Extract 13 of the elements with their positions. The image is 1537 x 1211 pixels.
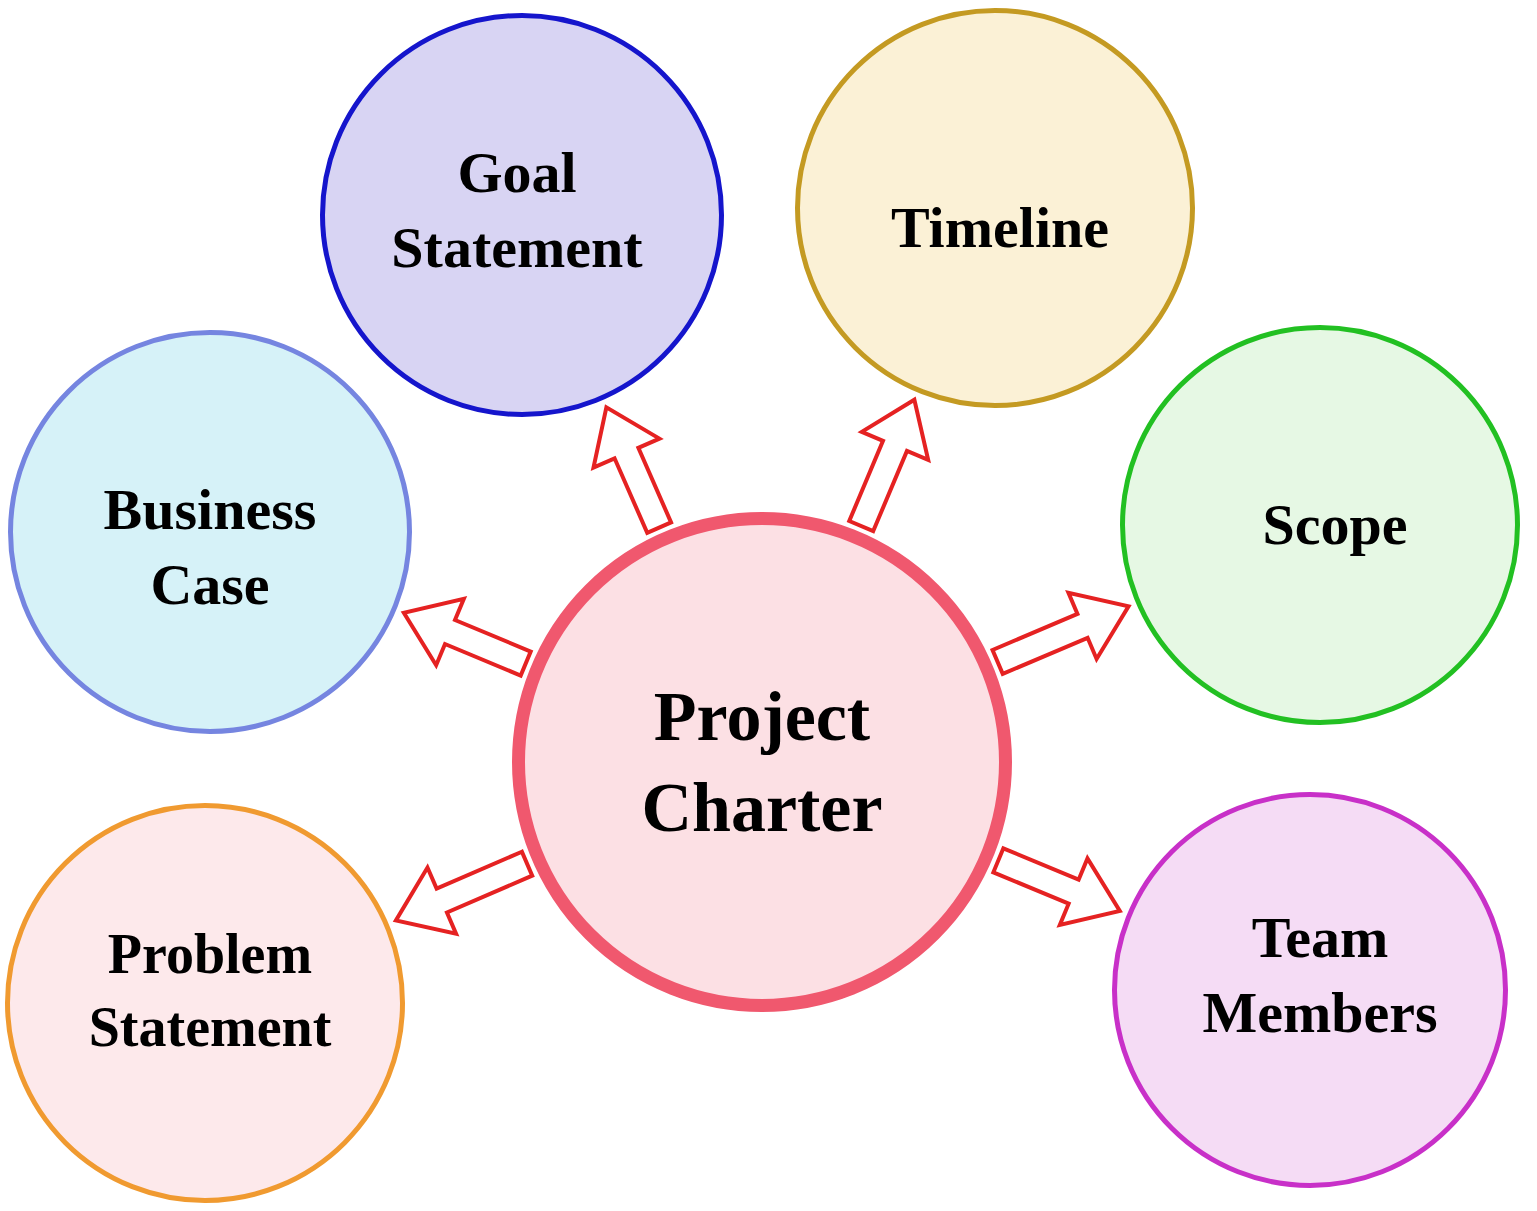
node-label: Scope [1262,491,1408,560]
node-label: Problem Statement [87,922,333,1060]
node-label: Timeline [890,194,1109,263]
node-label: Project Charter [640,677,884,848]
node-label: Goal Statement [390,138,644,282]
block-arrow [989,589,1132,677]
block-arrow [392,849,535,937]
block-arrow [590,404,674,536]
node-label: Team Members [1201,903,1439,1047]
block-arrow [990,845,1123,928]
block-arrow [400,595,534,679]
block-arrow [846,396,931,534]
node-label: Business Case [102,475,318,619]
